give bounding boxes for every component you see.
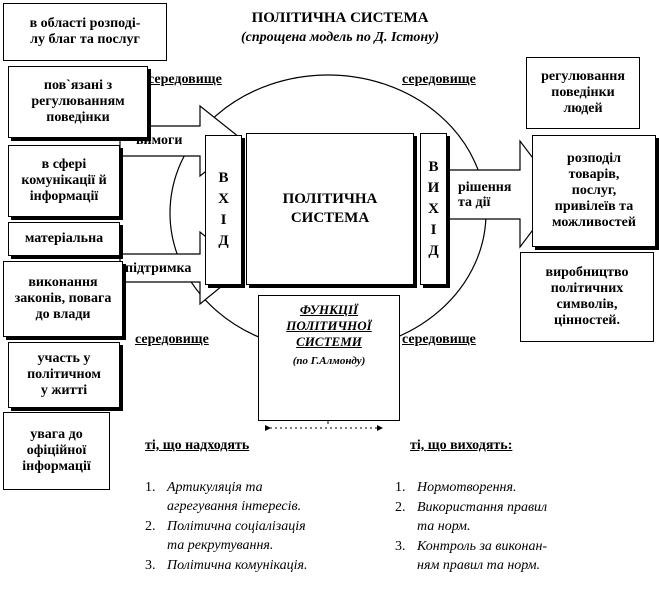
left-box-material: матеріальна bbox=[8, 222, 120, 256]
support-label: підтримка bbox=[125, 261, 192, 276]
political-system-title: ПОЛІТИЧНА СИСТЕМА bbox=[282, 191, 378, 226]
political-system-box: ПОЛІТИЧНА СИСТЕМА bbox=[246, 133, 414, 285]
outgoing-heading: ті, що виходять: bbox=[410, 438, 513, 453]
output-column-label: В И Х І Д bbox=[427, 158, 440, 259]
incoming-list: 1. Артикуляція та агрегування інтересів.… bbox=[145, 478, 385, 575]
incoming-item-number: 2. bbox=[145, 519, 156, 534]
functions-source: (по Г.Алмонду) bbox=[292, 355, 366, 367]
outgoing-item: 2. Використання правил та норм. bbox=[395, 498, 645, 536]
input-column-label: В Х І Д bbox=[218, 170, 229, 249]
functions-box: ФУНКЦІЇ ПОЛІТИЧНОЇ СИСТЕМИ (по Г.Алмонду… bbox=[258, 295, 400, 421]
page-subtitle: (спрощена модель по Д. Істону) bbox=[241, 30, 439, 45]
environment-label-bottom-right: середовище bbox=[402, 332, 476, 347]
output-column: В И Х І Д bbox=[420, 133, 447, 285]
page-title: ПОЛІТИЧНА СИСТЕМА bbox=[251, 10, 429, 26]
outgoing-item-number: 2. bbox=[395, 500, 406, 515]
outgoing-item: 1. Нормотворення. bbox=[395, 478, 645, 497]
input-column: В Х І Д bbox=[205, 135, 242, 285]
incoming-item-number: 1. bbox=[145, 480, 156, 495]
incoming-item-text: Артикуляція та агрегування інтересів. bbox=[167, 480, 302, 514]
environment-label-top-right: середовище bbox=[402, 72, 476, 87]
incoming-item: 3. Політична комунікація. bbox=[145, 556, 385, 575]
incoming-heading: ті, що надходять bbox=[145, 438, 250, 453]
right-box-distribution: розподіл товарів, послуг, привілеїв та м… bbox=[532, 135, 656, 247]
right-box-regulation: регулювання поведінки людей bbox=[526, 57, 640, 129]
incoming-item: 1. Артикуляція та агрегування інтересів. bbox=[145, 478, 385, 516]
left-box-behavior: пов`язані з регулюванням поведінки bbox=[8, 66, 148, 138]
incoming-item-text: Політична комунікація. bbox=[167, 558, 308, 573]
left-box-distribution: в області розподі- лу благ та послуг bbox=[3, 3, 167, 61]
environment-label-bottom-left: середовище bbox=[135, 332, 209, 347]
environment-label-top-left: середовище bbox=[148, 72, 222, 87]
incoming-item: 2. Політична соціалізація та рекрутуванн… bbox=[145, 517, 385, 555]
outgoing-item-number: 3. bbox=[395, 539, 406, 554]
left-box-communication: в сфері комунікації й інформації bbox=[8, 145, 120, 217]
outgoing-item-number: 1. bbox=[395, 480, 406, 495]
outgoing-list: 1. Нормотворення. 2. Використання правил… bbox=[395, 478, 645, 575]
incoming-item-number: 3. bbox=[145, 558, 156, 573]
decisions-label: рішення та дії bbox=[458, 180, 512, 210]
left-box-attention: увага до офіційної інформації bbox=[3, 412, 110, 490]
outgoing-item-text: Контроль за виконан- ням правил та норм. bbox=[417, 539, 548, 573]
left-box-participation: участь у політичном у житті bbox=[8, 342, 120, 408]
outgoing-item-text: Використання правил та норм. bbox=[417, 500, 548, 534]
functions-title: ФУНКЦІЇ ПОЛІТИЧНОЇ СИСТЕМИ bbox=[286, 302, 372, 349]
incoming-item-text: Політична соціалізація та рекрутування. bbox=[167, 519, 306, 553]
outgoing-item-text: Нормотворення. bbox=[417, 480, 517, 495]
outgoing-item: 3. Контроль за виконан- ням правил та но… bbox=[395, 537, 645, 575]
right-box-symbols: виробництво політичних символів, цінност… bbox=[520, 252, 654, 342]
left-box-law: виконання законів, повага до влади bbox=[3, 261, 123, 337]
